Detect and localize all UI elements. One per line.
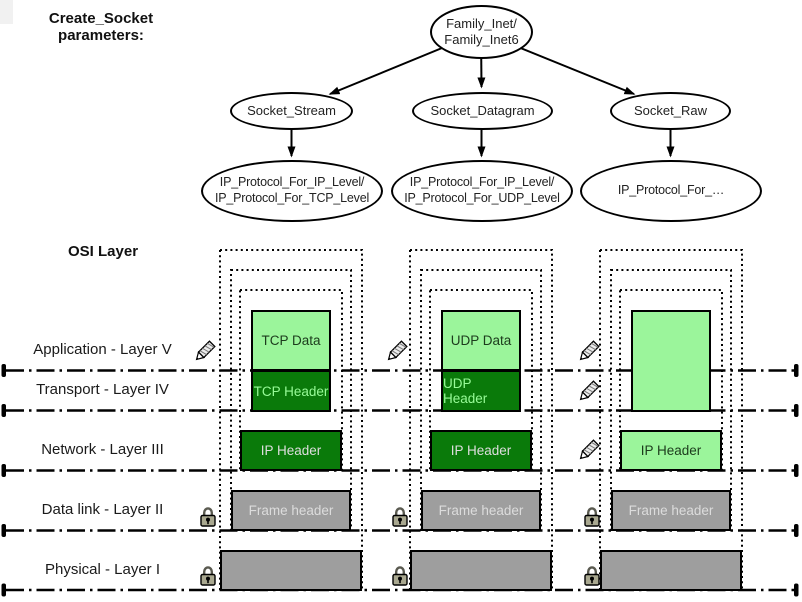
lock-icon (583, 507, 601, 528)
node-socket-raw: Socket_Raw (610, 92, 731, 130)
pencil-icon (577, 340, 600, 363)
layer-label-network: Network - Layer III (41, 441, 164, 458)
node-ip-protocol-udp-line1: IP_Protocol_For_IP_Level/ (409, 175, 555, 190)
diagram-title: Create_Socket parameters: (25, 10, 177, 45)
physical-frame-box-tcp (220, 550, 362, 591)
dotted-boxes-tcp (219, 249, 363, 591)
pencil-icon (577, 380, 600, 403)
node-ip-protocol-raw: IP_Protocol_For_… (580, 160, 762, 222)
lock-icon (199, 507, 217, 528)
dotted-boxes-raw (599, 249, 743, 591)
physical-frame-box-udp (410, 550, 552, 591)
diagram-title-line2: parameters: (58, 27, 144, 45)
udp-header-box: UDP Header (441, 370, 521, 412)
dotted-boxes-udp (409, 249, 553, 591)
layer-label-application: Application - Layer V (33, 341, 172, 358)
node-ip-protocol-udp: IP_Protocol_For_IP_Level/ IP_Protocol_Fo… (391, 160, 573, 222)
lock-icon (583, 566, 601, 587)
node-ip-protocol-tcp: IP_Protocol_For_IP_Level/ IP_Protocol_Fo… (201, 160, 383, 222)
physical-frame-box-raw (600, 550, 742, 591)
lock-icon (391, 566, 409, 587)
ip-header-box-udp: IP Header (430, 430, 532, 471)
layer-label-transport: Transport - Layer IV (36, 381, 169, 398)
tcp-header-box: TCP Header (251, 370, 331, 412)
lock-icon (199, 566, 217, 587)
pencil-icon (193, 340, 216, 363)
frame-header-box-tcp: Frame header (231, 490, 351, 531)
node-ip-protocol-tcp-line2: IP_Protocol_For_TCP_Level (214, 191, 370, 205)
node-socket-stream: Socket_Stream (230, 92, 353, 130)
node-family-inet: Family_Inet/ Family_Inet6 (430, 5, 533, 59)
encapsulation-dotted-boxes (219, 249, 743, 591)
frame-header-box-raw: Frame header (611, 490, 731, 531)
ip-header-box-raw: IP Header (620, 430, 722, 471)
screen-edge-artifact (0, 0, 13, 24)
frame-header-box-udp: Frame header (421, 490, 541, 531)
ip-header-box-tcp: IP Header (240, 430, 342, 471)
layer-label-physical: Physical - Layer I (44, 561, 161, 578)
node-family-inet-line2: Family_Inet6 (444, 32, 519, 47)
osi-layer-heading: OSI Layer (68, 243, 139, 260)
raw-data-box (631, 310, 711, 412)
node-ip-protocol-udp-line2: IP_Protocol_For_UDP_Level (404, 191, 560, 205)
layer-label-datalink: Data link - Layer II (41, 501, 164, 518)
udp-data-box: UDP Data (441, 310, 521, 371)
diagram-title-line1: Create_Socket (48, 10, 154, 27)
node-socket-datagram: Socket_Datagram (412, 92, 553, 130)
pencil-icon (577, 439, 600, 462)
lock-icon (391, 507, 409, 528)
node-ip-protocol-tcp-line1: IP_Protocol_For_IP_Level/ (219, 175, 365, 190)
pencil-icon (385, 340, 408, 363)
node-family-inet-line1: Family_Inet/ (446, 15, 517, 31)
node-ip-protocol-raw-line1: IP_Protocol_For_… (617, 183, 725, 198)
tcp-data-box: TCP Data (251, 310, 331, 371)
